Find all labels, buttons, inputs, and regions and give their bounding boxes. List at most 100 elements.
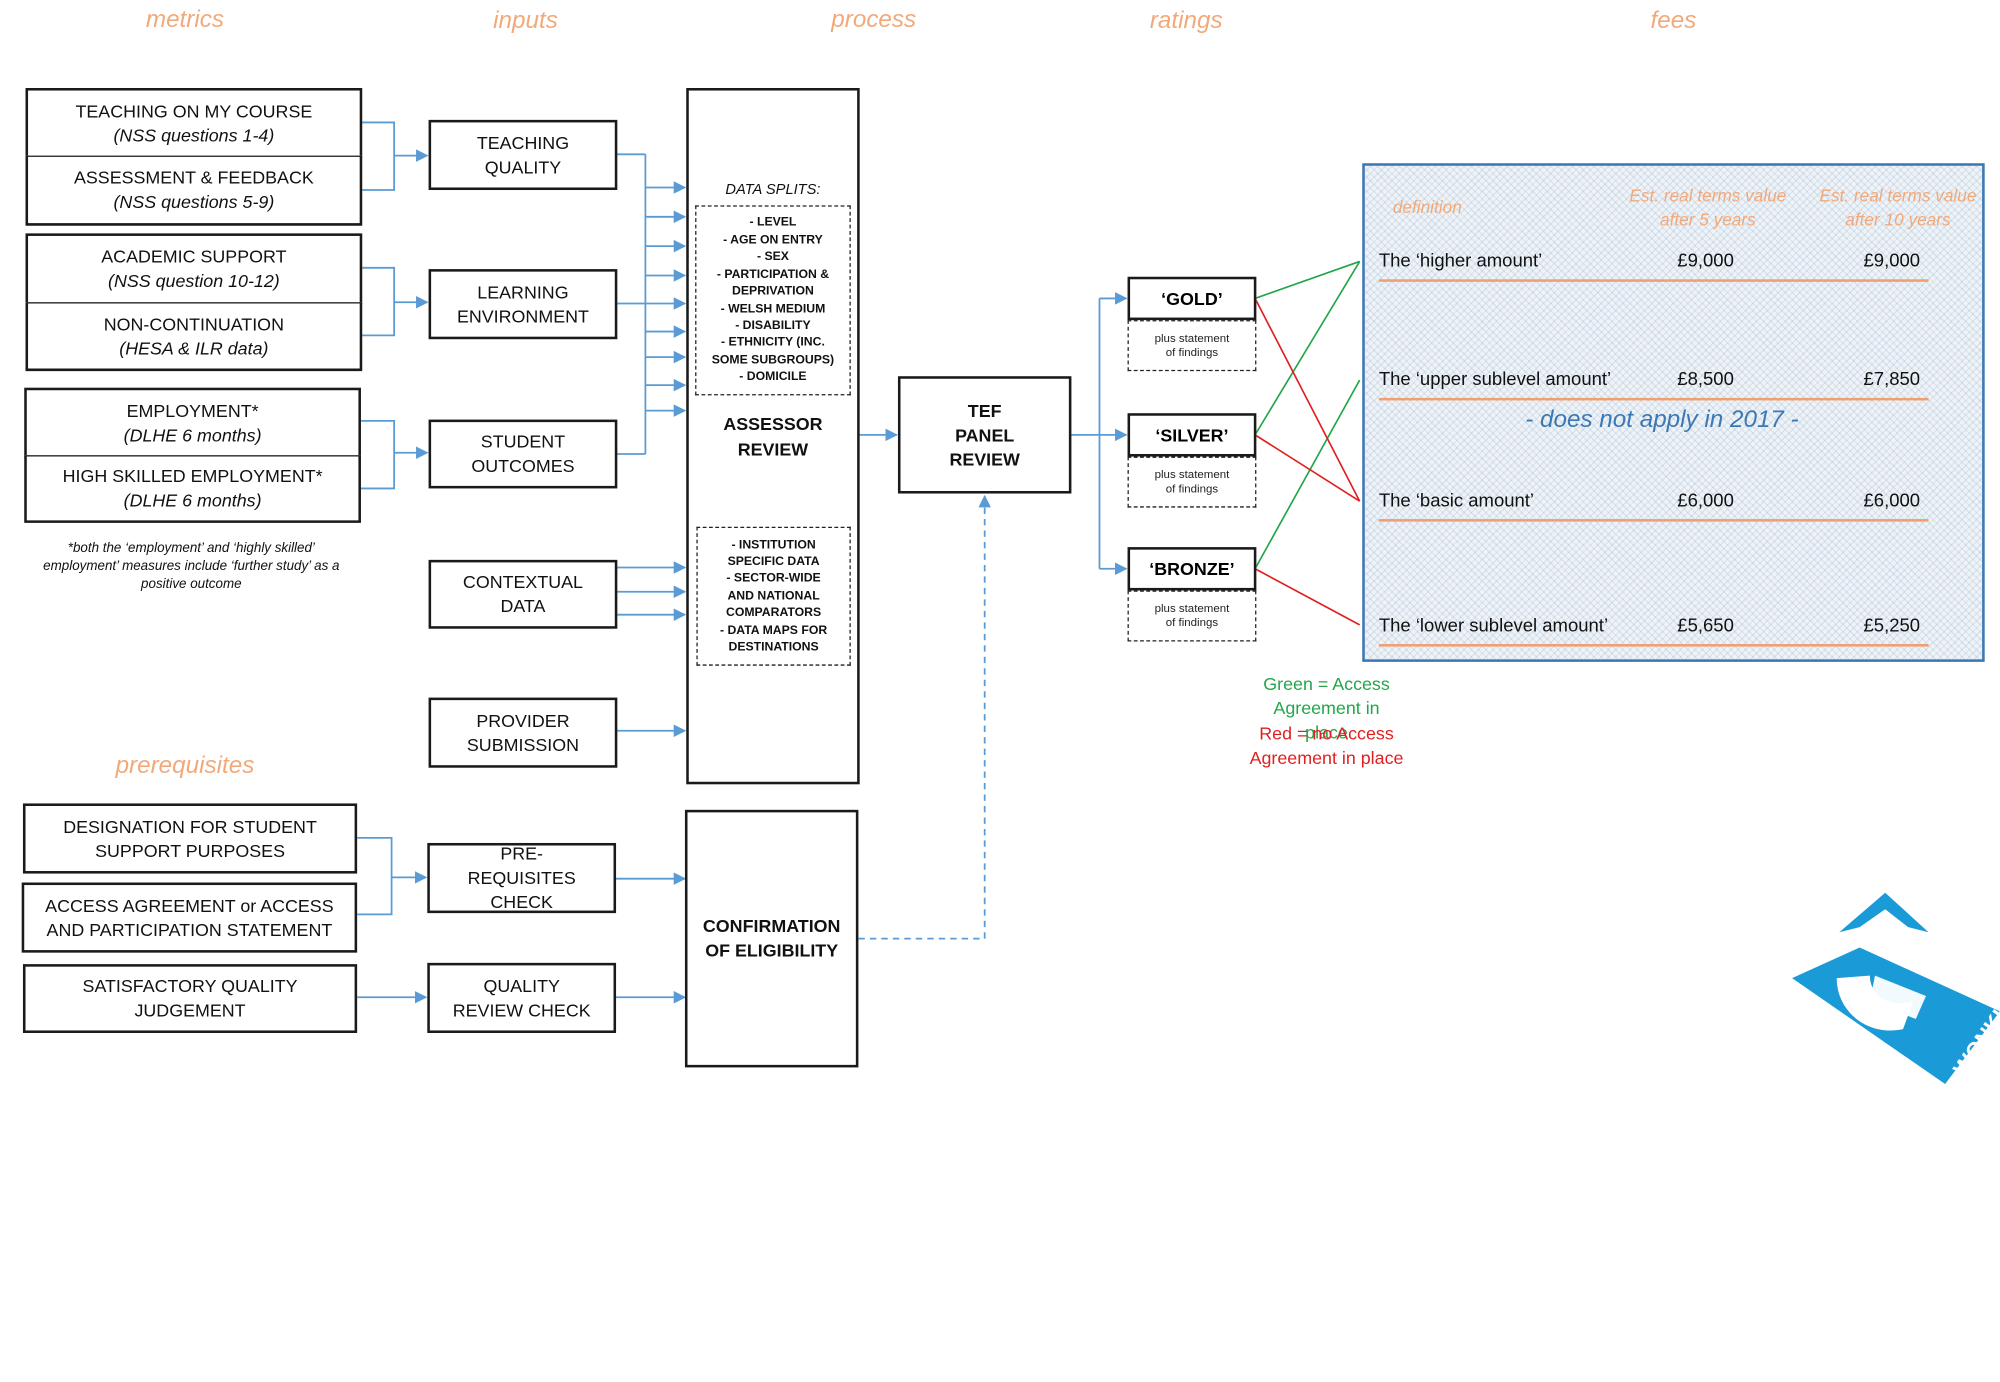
fee-row: The ‘higher amount’ £9,000 £9,000 — [1378, 251, 1929, 282]
data-split-item: - LEVEL — [749, 216, 797, 231]
green-gold-higher — [1254, 260, 1360, 300]
metric-academic-title: ACADEMIC SUPPORT — [101, 246, 287, 267]
fee-row: The ‘lower sublevel amount’ £5,650 £5,25… — [1378, 615, 1929, 647]
fees-col-10-years: Est. real terms value after 10 years — [1819, 186, 1977, 230]
metric-noncontinuation-source: (HESA & ILR data) — [119, 337, 269, 358]
header-metrics: metrics — [145, 6, 224, 34]
data-split-item: - WELSH MEDIUM — [720, 301, 826, 316]
context-item: COMPARATORS — [725, 606, 822, 621]
wonkhe-logo-mark — [1792, 892, 2000, 1085]
data-split-item: - DOMICILE — [739, 369, 807, 385]
bronze-findings: plus statement of findings — [1127, 590, 1257, 642]
rating-gold: ‘GOLD’ — [1127, 276, 1257, 321]
fees-table: definition Est. real terms value after 5… — [1362, 163, 1985, 662]
fee-row-10yr: £9,000 — [1863, 251, 1921, 272]
fee-row-label: The ‘lower sublevel amount’ — [1378, 615, 1609, 637]
legend-green-text: Green = Access Agreement in place — [1263, 673, 1390, 743]
panel-to-ratings — [1071, 298, 1101, 569]
input-prerequisites-check: PRE-REQUISITES CHECK — [427, 842, 617, 914]
header-ratings: ratings — [1149, 7, 1223, 35]
rating-silver: ‘SILVER’ — [1127, 413, 1257, 457]
fee-row-10yr: £7,850 — [1863, 369, 1921, 391]
bracket-teaching — [360, 121, 427, 191]
fee-row-label: The ‘basic amount’ — [1378, 490, 1535, 512]
green-bronze-upper — [1254, 379, 1361, 570]
metric-employment-source: (DLHE 6 months) — [123, 424, 262, 445]
fees-col-definition: definition — [1392, 197, 1462, 217]
metric-assessment-title: ASSESSMENT & FEEDBACK — [73, 167, 314, 188]
metric-teaching-source: (NSS questions 1-4) — [113, 124, 275, 145]
prereq-access-agreement: ACCESS AGREEMENT or ACCESS AND PARTICIPA… — [21, 882, 358, 953]
wonkhe-logo: WONKHE — [1792, 892, 2000, 1085]
bracket-learning — [360, 266, 427, 337]
rating-bronze: ‘BRONZE’ — [1127, 547, 1257, 591]
data-split-item: - AGE ON ENTRY — [723, 233, 823, 248]
context-item: SPECIFIC DATA — [727, 554, 820, 569]
fee-row-5yr: £8,500 — [1677, 369, 1734, 391]
context-comparators-box: - INSTITUTION SPECIFIC DATA - SECTOR-WIDE A… — [696, 526, 851, 666]
fee-row-5yr: £5,650 — [1677, 615, 1734, 637]
input-teaching-quality: TEACHING QUALITY — [428, 119, 618, 191]
header-prerequisites: prerequisites — [115, 752, 255, 780]
metric-assessment: ASSESSMENT & FEEDBACK (NSS questions 5-9… — [25, 155, 363, 226]
fee-row-5yr: £9,000 — [1677, 251, 1734, 272]
legend-red: Red = no Access Agreement in place — [1199, 722, 1454, 770]
confirmation-eligibility-box: CONFIRMATION OF ELIGIBILITY — [684, 809, 859, 1068]
fee-row: The ‘upper sublevel amount’ £8,500 £7,85… — [1378, 369, 1929, 401]
red-bronze-lower — [1254, 568, 1361, 626]
prereq-designation: DESIGNATION FOR STUDENT SUPPORT PURPOSES — [22, 803, 358, 874]
does-not-apply-note: - does not apply in 2017 - — [1525, 406, 1799, 434]
bus-inputs — [616, 153, 647, 455]
data-split-item: - PARTICIPATION & — [716, 267, 830, 282]
header-process: process — [831, 6, 917, 34]
legend-red-text: Red = no Access Agreement in place — [1249, 723, 1404, 768]
metric-highskilled-source: (DLHE 6 months) — [123, 489, 262, 511]
connector-layer — [357, 121, 1361, 1004]
input-provider-submission: PROVIDER SUBMISSION — [428, 697, 618, 768]
context-item: - DATA MAPS FOR — [719, 623, 828, 638]
assessor-review-label: ASSESSOR REVIEW — [723, 413, 823, 460]
context-item: DESTINATIONS — [728, 640, 819, 655]
context-item: - INSTITUTION — [731, 537, 816, 552]
context-item: - SECTOR-WIDE — [726, 571, 821, 586]
legend-green: Green = Access Agreement in place — [1199, 672, 1454, 745]
metric-highskilled-title: HIGH SKILLED EMPLOYMENT* — [62, 465, 323, 486]
gold-findings: plus statement of findings — [1127, 320, 1257, 372]
data-splits-label: DATA SPLITS: — [725, 182, 821, 198]
input-contextual-data: CONTEXTUAL DATA — [428, 559, 618, 629]
metric-employment-title: EMPLOYMENT* — [126, 399, 259, 421]
metric-academic-source: (NSS question 10-12) — [107, 270, 280, 291]
data-split-item: - SEX — [756, 250, 789, 265]
metric-assessment-source: (NSS questions 5-9) — [113, 191, 275, 212]
metric-teaching: TEACHING ON MY COURSE (NSS questions 1-4… — [25, 87, 363, 159]
metric-employment: EMPLOYMENT* (DLHE 6 months) — [24, 387, 361, 458]
fee-row-label: The ‘higher amount’ — [1378, 251, 1543, 272]
data-split-item: DEPRIVATION — [732, 284, 814, 299]
eligibility-dashed-arrow — [858, 494, 991, 940]
bracket-outcomes — [360, 419, 427, 490]
prereq-quality-judgement: SATISFACTORY QUALITY JUDGEMENT — [22, 964, 358, 1033]
metric-noncontinuation: NON-CONTINUATION (HESA & ILR data) — [25, 302, 363, 372]
metric-academic: ACADEMIC SUPPORT (NSS question 10-12) — [25, 233, 363, 305]
silver-findings: plus statement of findings — [1127, 456, 1257, 508]
input-student-outcomes: STUDENT OUTCOMES — [428, 419, 618, 489]
fee-row-label: The ‘upper sublevel amount’ — [1378, 369, 1612, 391]
assessor-review-box: ASSESSOR REVIEW — [686, 87, 860, 785]
data-split-item: SOME SUBGROUPS) — [711, 352, 835, 367]
fee-row: The ‘basic amount’ £6,000 £6,000 — [1378, 490, 1929, 522]
fee-row-10yr: £6,000 — [1863, 490, 1921, 512]
header-inputs: inputs — [493, 7, 558, 35]
context-item: AND NATIONAL — [727, 588, 820, 603]
metric-noncontinuation-title: NON-CONTINUATION — [103, 313, 284, 334]
employment-footnote: *both the ‘employment’ and ‘highly skill… — [43, 540, 340, 592]
fee-row-10yr: £5,250 — [1863, 615, 1921, 637]
data-splits-box: - LEVEL - AGE ON ENTRY - SEX - PARTICIPATIO… — [695, 205, 851, 396]
green-silver-higher — [1254, 261, 1361, 436]
red-gold-basic — [1254, 298, 1361, 502]
metric-highskilled: HIGH SKILLED EMPLOYMENT* (DLHE 6 months) — [24, 455, 361, 523]
input-learning-environment: LEARNING ENVIRONMENT — [428, 269, 618, 340]
fees-col-5-years: Est. real terms value after 5 years — [1629, 186, 1787, 230]
bracket-prereq — [357, 836, 426, 916]
metric-teaching-title: TEACHING ON MY COURSE — [75, 100, 313, 121]
